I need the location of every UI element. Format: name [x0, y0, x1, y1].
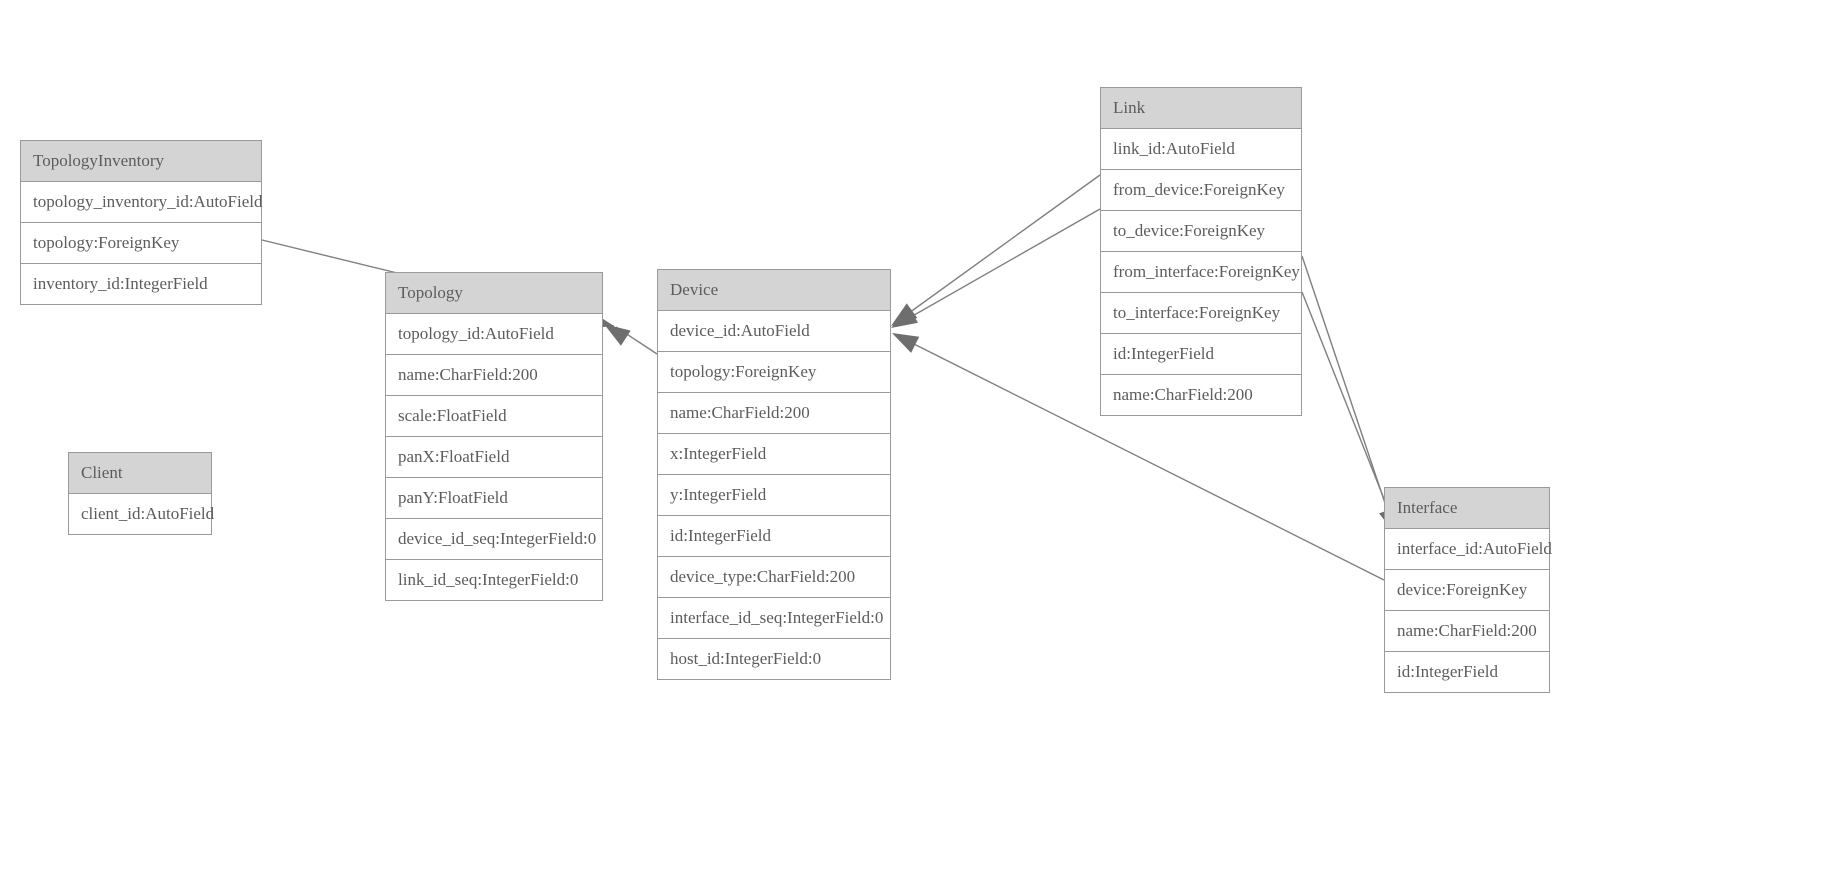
entity-field: link_id:AutoField: [1101, 129, 1301, 170]
entity-field: interface_id_seq:IntegerField:0: [658, 598, 890, 639]
entity-title-interface: Interface: [1385, 488, 1549, 529]
entity-title-device: Device: [658, 270, 890, 311]
relation-line-rel-link-to-interface: [1301, 291, 1393, 520]
entity-field: device_id:AutoField: [658, 311, 890, 352]
entity-field: name:CharField:200: [1101, 375, 1301, 415]
entity-field: device:ForeignKey: [1385, 570, 1549, 611]
entity-field: name:CharField:200: [386, 355, 602, 396]
entity-field: topology:ForeignKey: [21, 223, 261, 264]
entity-field: to_interface:ForeignKey: [1101, 293, 1301, 334]
entity-title-link: Link: [1101, 88, 1301, 129]
entity-field: topology_inventory_id:AutoField: [21, 182, 263, 223]
entity-field: to_device:ForeignKey: [1101, 211, 1301, 252]
entity-field: id:IntegerField: [658, 516, 890, 557]
relation-arrowhead-rel-interface-device: [892, 333, 920, 353]
entity-field: x:IntegerField: [658, 434, 890, 475]
entity-field: name:CharField:200: [1385, 611, 1549, 652]
relation-line-rel-link-from-device: [901, 174, 1101, 319]
relation-line-rel-link-to-device: [901, 208, 1101, 323]
entity-field: from_interface:ForeignKey: [1101, 252, 1301, 293]
entity-field: panX:FloatField: [386, 437, 602, 478]
entity-title-client: Client: [69, 453, 211, 494]
entity-field: from_device:ForeignKey: [1101, 170, 1301, 211]
entity-field: inventory_id:IntegerField: [21, 264, 261, 304]
entity-field: topology_id:AutoField: [386, 314, 602, 355]
entity-field: y:IntegerField: [658, 475, 890, 516]
entity-title-topology_inventory: TopologyInventory: [21, 141, 261, 182]
entity-field: panY:FloatField: [386, 478, 602, 519]
entity-field: device_id_seq:IntegerField:0: [386, 519, 602, 560]
entity-field: name:CharField:200: [658, 393, 890, 434]
entity-field: id:IntegerField: [1101, 334, 1301, 375]
entity-field: topology:ForeignKey: [658, 352, 890, 393]
entity-field: host_id:IntegerField:0: [658, 639, 890, 679]
relation-line-rel-device-topology: [615, 326, 658, 355]
entity-field: link_id_seq:IntegerField:0: [386, 560, 602, 600]
entity-field: id:IntegerField: [1385, 652, 1549, 692]
entity-field: client_id:AutoField: [69, 494, 214, 534]
entity-title-topology: Topology: [386, 273, 602, 314]
entity-field: device_type:CharField:200: [658, 557, 890, 598]
relation-arrowhead-rel-device-topology: [604, 324, 631, 346]
relation-arrowhead-rel-link-to-device: [891, 307, 919, 328]
entity-field: interface_id:AutoField: [1385, 529, 1552, 570]
relation-line-rel-link-from-interface: [1301, 255, 1391, 519]
entity-field: scale:FloatField: [386, 396, 602, 437]
